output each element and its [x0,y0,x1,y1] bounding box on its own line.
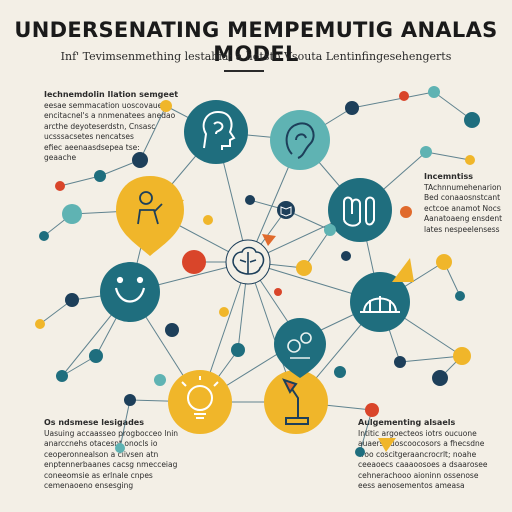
block-line: ectcoe anamot Nocs [424,203,501,213]
node-book [277,201,295,219]
head-profile-icon [202,110,236,150]
block-heading: Iechnemdolin Ilation semgeet [44,90,179,99]
node-person-thinking [116,176,184,256]
ear-icon [285,122,315,159]
block-line: lates nespeelensess [424,224,500,234]
lamp-icon [282,378,309,425]
node-bridge [350,272,410,332]
node-brain [225,239,271,285]
block-line: cemenaoeno ensesging [44,481,134,490]
subtitle-underline [224,70,264,72]
node-lightbulb [168,370,232,434]
block-line: cehnerachooo aioninn ossenose [358,470,479,480]
block-line: ucsssacsetes nencatses [44,132,134,141]
node-hands [328,178,392,242]
block-line: eess aenosementos ameasa [358,481,465,490]
block-line: anarccnehs otacesnt onocls io [44,439,158,448]
brain-icon [232,246,265,275]
lightbulb-icon [181,376,219,419]
block-line: Aanatoaeng ensdent [424,214,503,223]
text-block-right-mid: Incemntiss TAchnnumehenarion Bed conaaos… [424,172,502,235]
block-line: arcthe deyoteserdstn, Cnsasc [44,121,156,131]
gears-icon [287,332,312,359]
node-face-smile [100,262,160,322]
text-block-right-bottom: Aulgementing alsaels Intitic argoecteos … [358,418,488,492]
block-heading: Aulgementing alsaels [358,418,456,427]
block-heading: Os ndsmese lesigades [44,418,144,427]
block-line: Bed conaaosnstcant [424,193,501,202]
block-line: TAchnnumehenarion [424,182,502,192]
page-title: UNDERSENATING MEMPEMUTIG ANALAS MODEL [14,18,498,66]
block-line: efiec aeenaasdsepea tse: [44,142,140,152]
node-ear [270,110,330,170]
block-line: auaers cuoscoocosors a fhecsdne [358,439,485,448]
small-nodes [35,86,480,457]
block-line: coneeomsie as erlnale cnpes [44,470,153,480]
block-line: eesae semmacation uoscovauee [44,100,167,110]
node-gears [274,318,326,378]
block-line: ceoperonnealson a ciivsen atn [44,449,159,459]
block-line: geaache [44,153,77,162]
block-line: Uasuing accaasseo progbocceo lnin [44,428,179,438]
text-block-left-top: Iechnemdolin Ilation semgeet eesae semma… [44,90,178,164]
node-head-profile [184,100,248,164]
text-block-left-bottom: Os ndsmese lesigades Uasuing accaasseo p… [44,418,178,492]
bridge-icon [360,296,400,313]
block-heading: Incemntiss [424,172,473,181]
block-line: enptennerbaanes cacsg nmecceiag [44,460,178,469]
page-subtitle: Inf' Tevimsenmething lestabia; a hotsto … [60,50,452,63]
book-icon [280,206,292,217]
block-line: ceeaoecs caaaoosoes a dsaarosee [358,460,488,469]
block-line: encitacnel's a nnmenatees anedao [44,111,176,120]
face-smile-icon [114,276,146,303]
hands-icon [343,196,375,227]
decor-shapes [170,198,414,452]
block-line: Troo coscitgeraancrocrlt; noahe [358,449,477,459]
node-lamp [264,370,328,434]
block-line: Intitic argoecteos iotrs oucuone [358,428,477,438]
person-thinking-icon [137,191,163,225]
